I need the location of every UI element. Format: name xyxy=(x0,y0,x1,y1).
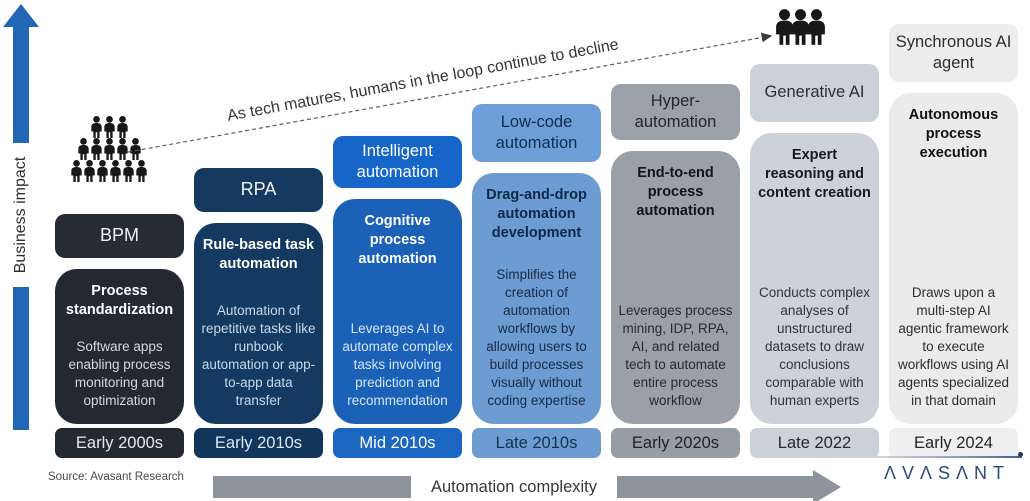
column-bpm: BPM Process standardization Software app… xyxy=(55,0,184,458)
column-low-code-automation: Low-code automation Drag-and-drop automa… xyxy=(472,0,601,458)
source-attribution: Source: Avasant Research xyxy=(48,471,184,483)
logo-dot-icon xyxy=(1018,452,1023,457)
x-arrow-bar xyxy=(617,476,813,498)
x-arrow-bar xyxy=(213,476,411,498)
capability-description: Software apps enabling process monitorin… xyxy=(68,339,171,409)
column-body: Rule-based task automation Automation of… xyxy=(194,223,323,424)
logo-wordmark: ΛVΛSΛNT xyxy=(883,463,1011,483)
era-pill: Mid 2010s xyxy=(333,428,462,458)
automation-complexity-arrow: Automation complexity xyxy=(213,470,841,501)
capability-title: Drag-and-drop automation development xyxy=(486,187,587,242)
column-header: Generative AI xyxy=(750,64,879,122)
column-synchronous-ai-agent: Synchronous AI agent Autonomous process … xyxy=(889,0,1018,458)
column-header: Low-code automation xyxy=(472,104,601,162)
business-impact-arrow-shaft xyxy=(13,26,29,143)
column-header: Intelligent automation xyxy=(333,136,462,188)
avasant-logo: ΛVΛSΛNT xyxy=(872,452,1023,484)
capability-description: Draws upon a multi-step AI agentic frame… xyxy=(897,285,1010,409)
logo-rule xyxy=(872,452,1023,458)
business-impact-arrow-shaft xyxy=(13,287,29,430)
business-impact-arrowhead-icon xyxy=(3,4,39,27)
era-pill: Late 2010s xyxy=(472,428,601,458)
capability-title: Cognitive process automation xyxy=(358,213,437,268)
capability-title: Autonomous process execution xyxy=(908,107,999,162)
column-body: End-to-end process automation Leverages … xyxy=(611,151,740,424)
capability-description: Simplifies the creation of automation wo… xyxy=(486,267,587,409)
column-generative-ai: Generative AI Expert reasoning and conte… xyxy=(750,0,879,458)
x-axis-label: Automation complexity xyxy=(431,477,597,496)
column-hyper-automation: Hyper-automation End-to-end process auto… xyxy=(611,0,740,458)
column-header: BPM xyxy=(55,214,184,258)
era-pill: Early 2000s xyxy=(55,428,184,458)
capability-title: End-to-end process automation xyxy=(636,165,715,220)
era-pill: Early 2010s xyxy=(194,428,323,458)
column-intelligent-automation: Intelligent automation Cognitive process… xyxy=(333,0,462,458)
era-pill: Early 2020s xyxy=(611,428,740,458)
column-body: Process standardization Software apps en… xyxy=(55,269,184,424)
column-body: Expert reasoning and content creation Co… xyxy=(750,133,879,424)
column-rpa: RPA Rule-based task automation Automatio… xyxy=(194,0,323,458)
column-header: RPA xyxy=(194,168,323,212)
capability-title: Rule-based task automation xyxy=(202,237,315,273)
column-body: Drag-and-drop automation development Sim… xyxy=(472,173,601,424)
column-header: Synchronous AI agent xyxy=(889,24,1018,82)
capability-description: Leverages process mining, IDP, RPA, AI, … xyxy=(618,303,733,409)
capability-title: Expert reasoning and content creation xyxy=(758,147,871,202)
column-header: Hyper-automation xyxy=(611,84,740,140)
capability-description: Conducts complex analyses of unstructure… xyxy=(758,285,871,409)
technology-columns: BPM Process standardization Software app… xyxy=(55,0,1018,458)
capability-description: Automation of repetitive tasks like runb… xyxy=(201,303,316,409)
x-arrow-arrowhead-icon xyxy=(813,470,841,501)
era-pill: Late 2022 xyxy=(750,428,879,458)
column-body: Autonomous process execution Draws upon … xyxy=(889,93,1018,424)
era-pill: Early 2024 xyxy=(889,428,1018,458)
capability-description: Leverages AI to automate complex tasks i… xyxy=(342,321,453,409)
capability-title: Process standardization xyxy=(65,283,174,319)
y-axis-label: Business impact xyxy=(12,156,29,274)
humans-decline-arrow xyxy=(127,32,773,153)
column-body: Cognitive process automation Leverages A… xyxy=(333,199,462,424)
